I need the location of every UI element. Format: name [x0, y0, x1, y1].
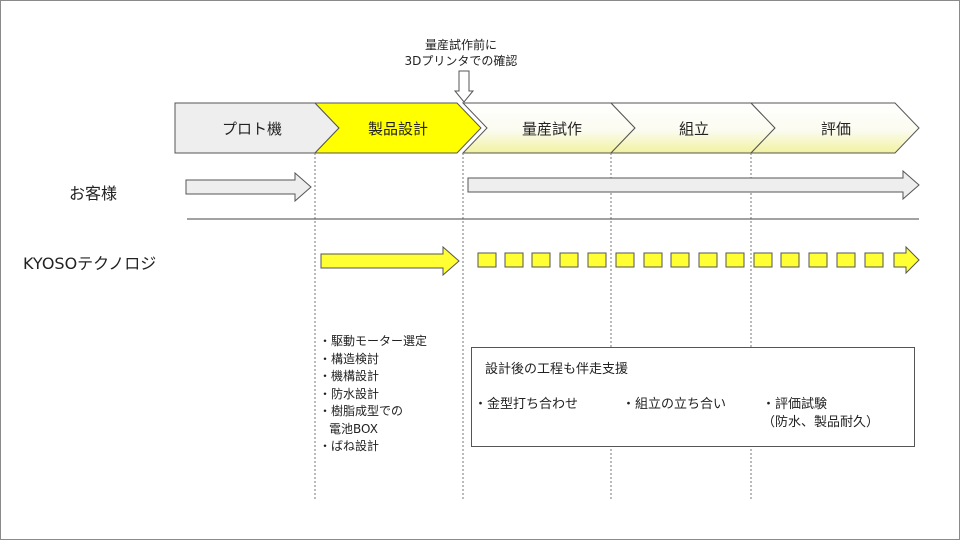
list-item: ・樹脂成型での	[319, 404, 404, 418]
prototype-3d-print-note: 量産試作前に 3Dプリンタでの確認	[393, 37, 529, 69]
company-arrow-design	[320, 245, 460, 277]
customer-arrow-proto	[185, 171, 312, 203]
note-line-2: 3Dプリンタでの確認	[404, 54, 518, 68]
support-item-line: ・組立の立ち合い	[622, 397, 727, 412]
support-title: 設計後の工程も伴走支援	[485, 362, 629, 377]
list-item: ・機構設計	[319, 369, 380, 383]
stage-label-proto: プロト機	[222, 120, 282, 138]
support-item-evaluation: ・評価試験 （防水、製品耐久）	[762, 396, 879, 432]
customer-arrow-mass-to-eval	[467, 169, 920, 201]
row-label-customer: お客様	[69, 184, 118, 203]
stage-chevron-design	[313, 102, 482, 154]
note-line-1: 量産試作前に	[424, 38, 497, 52]
list-item: ・ばね設計	[319, 439, 380, 453]
stage-label-design: 製品設計	[368, 120, 428, 138]
company-arrow-end	[893, 245, 920, 275]
support-item-line: （防水、製品耐久）	[762, 415, 880, 430]
row-label-company: KYOSOテクノロジ	[23, 254, 157, 273]
support-item-mold: ・金型打ち合わせ	[474, 396, 578, 414]
stage-chevron-evaluation	[749, 102, 920, 154]
stage-label-mass-trial: 量産試作	[522, 120, 582, 138]
stage-label-evaluation: 評価	[821, 120, 851, 138]
note-down-arrow	[453, 70, 475, 103]
support-item-line: ・金型打ち合わせ	[474, 397, 579, 412]
support-box: 設計後の工程も伴走支援 ・金型打ち合わせ ・組立の立ち合い ・評価試験 （防水、…	[471, 347, 915, 447]
support-item-assembly: ・組立の立ち合い	[622, 396, 726, 414]
list-item: ・駆動モーター選定	[319, 334, 428, 348]
company-support-dashes	[477, 252, 884, 268]
list-item: ・防水設計	[319, 386, 380, 401]
support-item-line: ・評価試験	[762, 397, 828, 412]
list-item: ・構造検討	[319, 351, 380, 366]
list-item: 電池BOX	[329, 421, 378, 436]
stage-label-assembly: 組立	[679, 120, 709, 138]
design-task-list: ・駆動モーター選定 ・構造検討 ・機構設計 ・防水設計 ・樹脂成型での 電池BO…	[319, 333, 427, 456]
